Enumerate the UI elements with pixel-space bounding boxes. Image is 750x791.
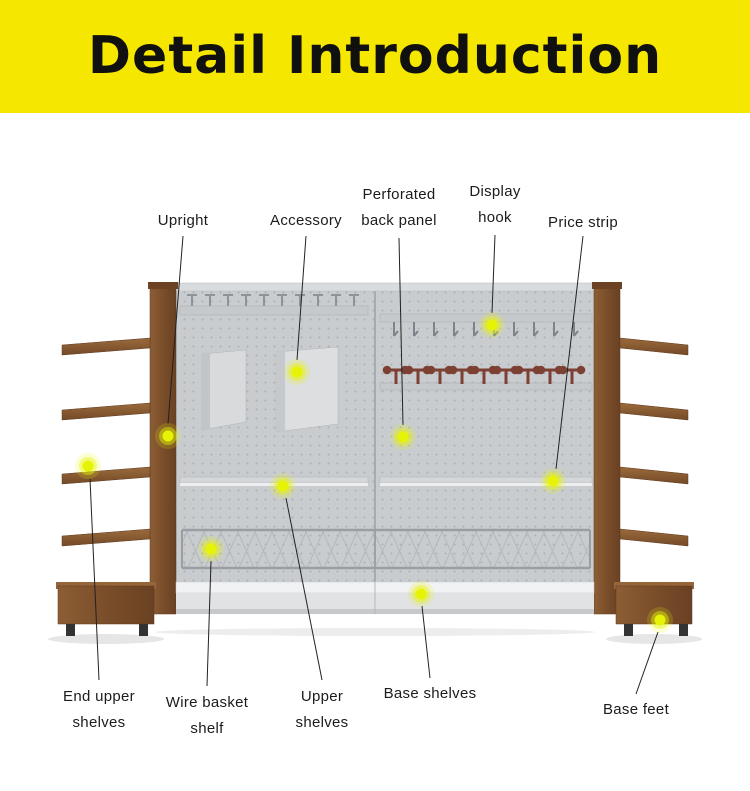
left-base-unit <box>57 585 155 625</box>
accessory-boxes <box>201 346 339 433</box>
callout-end-upper-shelves: End upper shelves <box>63 684 135 736</box>
callout-display-hook: Display hook <box>469 179 520 231</box>
callout-end-upper-shelves-line1: End upper <box>63 688 135 705</box>
right-base-unit <box>615 585 693 625</box>
base-foot <box>66 624 75 636</box>
callout-display-hook-line2: hook <box>478 209 512 226</box>
upper-shelves-rail <box>179 476 593 486</box>
callout-price-strip-label: Price strip <box>548 214 618 231</box>
header-banner: Detail Introduction <box>0 0 750 113</box>
price-strip <box>380 483 592 486</box>
callout-end-upper-shelves-line2: shelves <box>72 714 126 731</box>
end-shelf <box>619 402 689 421</box>
callout-price-strip: Price strip <box>548 210 618 236</box>
callout-base-shelves: Base shelves <box>384 681 477 707</box>
display-hook-rail <box>379 313 593 337</box>
marker-perforated-back-panel <box>390 424 416 450</box>
marker-price-strip <box>540 468 566 494</box>
callout-upper-shelves: Upper shelves <box>296 684 349 736</box>
callout-wire-basket-shelf: Wire basket shelf <box>166 690 249 742</box>
marker-base-feet <box>647 607 673 633</box>
leader-lines <box>89 234 659 695</box>
base-foot <box>624 624 633 636</box>
base-foot <box>679 624 688 636</box>
callout-wire-basket-shelf-line2: shelf <box>190 720 224 737</box>
callout-perforated-back-panel-line1: Perforated <box>362 186 436 203</box>
right-end-unit <box>592 282 694 636</box>
peg-rail <box>179 294 369 316</box>
right-upright <box>593 287 621 615</box>
marker-accessory <box>284 359 310 385</box>
callout-upright: Upright <box>158 208 208 234</box>
end-shelf <box>619 337 689 356</box>
marker-display-hook <box>479 312 505 338</box>
base-shelves-deck <box>175 581 595 614</box>
end-shelf <box>61 402 151 421</box>
left-end-unit <box>56 282 178 636</box>
callout-perforated-back-panel: Perforated back panel <box>361 182 437 234</box>
callout-base-feet-label: Base feet <box>602 701 670 718</box>
callout-wire-basket-shelf-line1: Wire basket <box>165 694 249 711</box>
callout-upper-shelves-line2: shelves <box>295 714 349 731</box>
marker-base-shelves <box>408 581 434 607</box>
end-shelf <box>61 337 151 356</box>
end-shelf <box>619 528 689 547</box>
end-shelf <box>61 528 151 547</box>
base-foot <box>139 624 148 636</box>
end-shelf <box>61 466 151 485</box>
callout-upright-label: Upright <box>157 212 209 229</box>
callout-upper-shelves-line1: Upper <box>300 688 344 705</box>
wire-basket <box>181 528 591 570</box>
scan-hook-rail <box>379 365 593 391</box>
floor-shadow <box>48 628 702 644</box>
marker-upper-shelves <box>270 473 296 499</box>
end-shelf <box>619 466 689 485</box>
marker-upright <box>155 423 181 449</box>
marker-wire-basket-shelf <box>198 536 224 562</box>
callout-base-shelves-label: Base shelves <box>383 685 477 702</box>
part-markers <box>75 312 673 633</box>
callout-accessory-label: Accessory <box>270 212 342 229</box>
left-upright <box>149 287 177 615</box>
callout-base-feet: Base feet <box>603 697 669 723</box>
callout-display-hook-line1: Display <box>469 183 521 200</box>
callout-perforated-back-panel-line2: back panel <box>361 212 437 229</box>
callout-accessory: Accessory <box>270 208 342 234</box>
page-title: Detail Introduction <box>87 26 663 86</box>
marker-end-upper-shelves <box>75 453 101 479</box>
top-cap-rail <box>169 282 601 292</box>
